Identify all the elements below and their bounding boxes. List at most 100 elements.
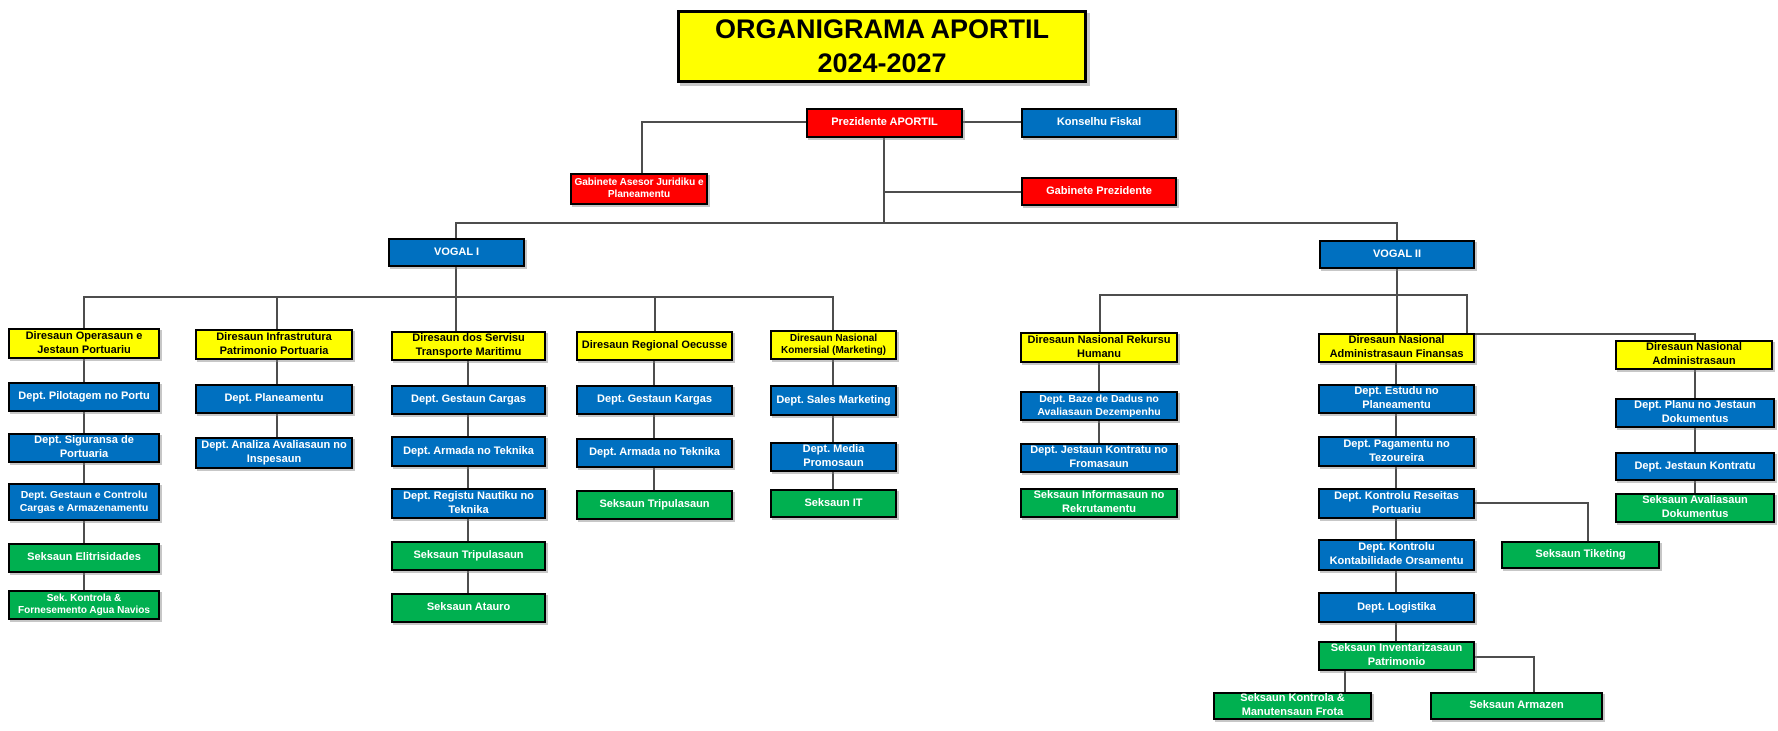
org-node-label: Gabinete Prezidente [1046, 184, 1152, 197]
org-node-diresaun-regional-oecusse: Diresaun Regional Oecusse [576, 331, 733, 361]
org-node-seksaun-tripulasaun-maritimu: Seksaun Tripulasaun [391, 541, 546, 571]
connector-line [83, 412, 85, 433]
connector-line [1099, 294, 1101, 332]
connector-line [276, 360, 278, 384]
org-node-dept-planu-jestaun-dokumentus: Dept. Planu no Jestaun Dokumentus [1615, 398, 1775, 428]
org-node-prezidente-aportil: Prezidente APORTIL [806, 108, 963, 138]
org-node-diresaun-operasaun-jestaun: Diresaun Operasaun e Jestaun Portuariu [8, 328, 160, 359]
connector-line [1396, 222, 1398, 240]
connector-line [1466, 333, 1696, 335]
connector-line [467, 467, 469, 488]
org-node-label: Seksaun Tiketing [1535, 548, 1626, 561]
connector-line [883, 191, 1021, 193]
org-node-vogal-i: VOGAL I [388, 238, 525, 267]
org-node-label: Dept. Gestaun Kargas [597, 393, 712, 406]
org-node-label: Gabinete Asesor Juridiku e Planeamentu [574, 176, 704, 201]
connector-line [653, 468, 655, 490]
connector-line [467, 571, 469, 593]
connector-line [883, 138, 885, 223]
connector-line [1475, 656, 1535, 658]
connector-line [83, 521, 85, 543]
connector-line [1099, 294, 1468, 296]
connector-line [1395, 414, 1397, 436]
org-node-label: Dept. Jestaun Kontratu no Fromasaun [1030, 444, 1168, 470]
connector-line [276, 296, 278, 329]
connector-line [467, 415, 469, 436]
connector-line [963, 121, 1021, 123]
org-node-dept-kontrolu-kontabilidade: Dept. Kontrolu Kontabilidade Orsamentu [1318, 539, 1475, 571]
org-node-label: Seksaun Tripulasaun [599, 498, 710, 511]
org-node-diresaun-servisu-transporte: Diresaun dos Servisu Transporte Maritimu [391, 331, 546, 361]
org-node-label: Dept. Pagamentu no Tezoureira [1343, 437, 1450, 464]
connector-line [1466, 294, 1468, 335]
org-node-label: Dept. Armada no Teknika [403, 444, 534, 457]
org-node-gabinete-asesor-juridiku: Gabinete Asesor Juridiku e Planeamentu [570, 173, 708, 205]
org-node-label: Diresaun Nasional Administrasaun [1646, 341, 1742, 367]
org-node-diresaun-infrastrutura-patrimonio: Diresaun Infrastrutura Patrimonio Portua… [195, 329, 353, 360]
connector-line [1694, 333, 1696, 340]
connector-line [832, 472, 834, 489]
connector-line [83, 573, 85, 590]
connector-line [467, 361, 469, 385]
org-node-label: Dept. Siguransa de Portuaria [34, 434, 134, 460]
org-node-seksaun-inventarizasaun-patrimonio: Seksaun Inventarizasaun Patrimonio [1318, 641, 1475, 671]
connector-line [654, 296, 656, 331]
connector-line [653, 415, 655, 438]
org-node-label: Dept. Kontrolu Reseitas Portuariu [1334, 489, 1459, 516]
org-node-label: Seksaun Informasaun no Rekrutamentu [1033, 489, 1165, 515]
org-node-label: Diresaun dos Servisu Transporte Maritimu [412, 332, 525, 358]
org-node-dept-media-promosaun: Dept. Media Promosaun [770, 442, 897, 472]
org-node-label: VOGAL I [433, 245, 480, 258]
org-node-dept-jestaun-kontratu: Dept. Jestaun Kontratu [1615, 452, 1775, 481]
org-node-seksaun-it: Seksaun IT [770, 489, 897, 518]
connector-line [1396, 269, 1398, 333]
org-node-diresaun-administrasaun-finansas: Diresaun Nasional Administrasaun Finansa… [1318, 333, 1475, 363]
connector-line [1694, 428, 1696, 452]
org-node-label: Dept. Gestaun Cargas [411, 393, 526, 406]
org-node-dept-registu-nautiku: Dept. Registu Nautiku no Teknika [391, 488, 546, 519]
org-node-sek-kontrola-fornesemento-agua: Sek. Kontrola & Fornesemento Agua Navios [8, 590, 160, 620]
connector-line [832, 296, 834, 330]
org-node-dept-gestaun-controlu-cargas: Dept. Gestaun e Controlu Cargas e Armaze… [8, 483, 160, 521]
chart-title-box: ORGANIGRAMA APORTIL 2024-2027 [677, 10, 1087, 83]
org-node-seksaun-tripulasaun-oecusse: Seksaun Tripulasaun [576, 490, 733, 520]
org-node-label: Seksaun Kontrola & Manutensaun Frota [1240, 692, 1345, 718]
org-node-label: Dept. Armada no Teknika [589, 446, 720, 459]
connector-line [1395, 623, 1397, 641]
org-node-gabinete-prezidente: Gabinete Prezidente [1021, 177, 1177, 206]
connector-line [455, 267, 457, 331]
org-node-seksaun-kontrola-manutensaun-frota: Seksaun Kontrola & Manutensaun Frota [1213, 692, 1372, 720]
org-node-vogal-ii: VOGAL II [1319, 240, 1475, 269]
connector-line [1395, 571, 1397, 592]
org-node-diresaun-komersial-marketing: Diresaun Nasional Komersial (Marketing) [770, 330, 897, 360]
org-node-dept-gestaun-cargas: Dept. Gestaun Cargas [391, 385, 546, 415]
connector-line [83, 359, 85, 382]
org-node-seksaun-armazen: Seksaun Armazen [1430, 692, 1603, 720]
org-node-label: Dept. Analiza Avaliasaun no Inspesaun [201, 439, 347, 465]
connector-line [1395, 467, 1397, 488]
org-node-diresaun-nasional-administrasaun: Diresaun Nasional Administrasaun [1615, 340, 1773, 370]
connector-line [1694, 370, 1696, 398]
org-node-label: Diresaun Regional Oecusse [581, 339, 728, 352]
org-node-label: Diresaun Infrastrutura Patrimonio Portua… [216, 330, 332, 357]
org-node-label: VOGAL II [1372, 247, 1422, 260]
org-node-label: Seksaun Armazen [1469, 699, 1564, 712]
connector-line [1098, 421, 1100, 443]
connector-line [1098, 363, 1100, 391]
org-node-seksaun-informasaun-rekrutamentu: Seksaun Informasaun no Rekrutamentu [1020, 488, 1178, 518]
org-node-label: Dept. Pilotagem no Portu [18, 390, 150, 403]
connector-line [832, 360, 834, 385]
org-node-dept-logistika: Dept. Logistika [1318, 592, 1475, 623]
org-node-label: Seksaun Tripulasaun [413, 549, 524, 562]
org-node-label: Seksaun Elitrisidades [27, 551, 141, 564]
connector-line [1694, 481, 1696, 493]
connector-line [83, 463, 85, 483]
connector-line [467, 519, 469, 541]
connector-line [1587, 502, 1589, 541]
org-node-label: Sek. Kontrola & Fornesemento Agua Navios [18, 592, 150, 617]
org-node-dept-pilotagem-portu: Dept. Pilotagem no Portu [8, 382, 160, 412]
org-node-seksaun-avaliasaun-dokumentus: Seksaun Avaliasaun Dokumentus [1615, 493, 1775, 523]
org-node-label: Dept. Jestaun Kontratu [1634, 459, 1756, 472]
org-node-dept-kontrolu-reseitas: Dept. Kontrolu Reseitas Portuariu [1318, 488, 1475, 519]
org-node-dept-gestaun-kargas: Dept. Gestaun Kargas [576, 385, 733, 415]
